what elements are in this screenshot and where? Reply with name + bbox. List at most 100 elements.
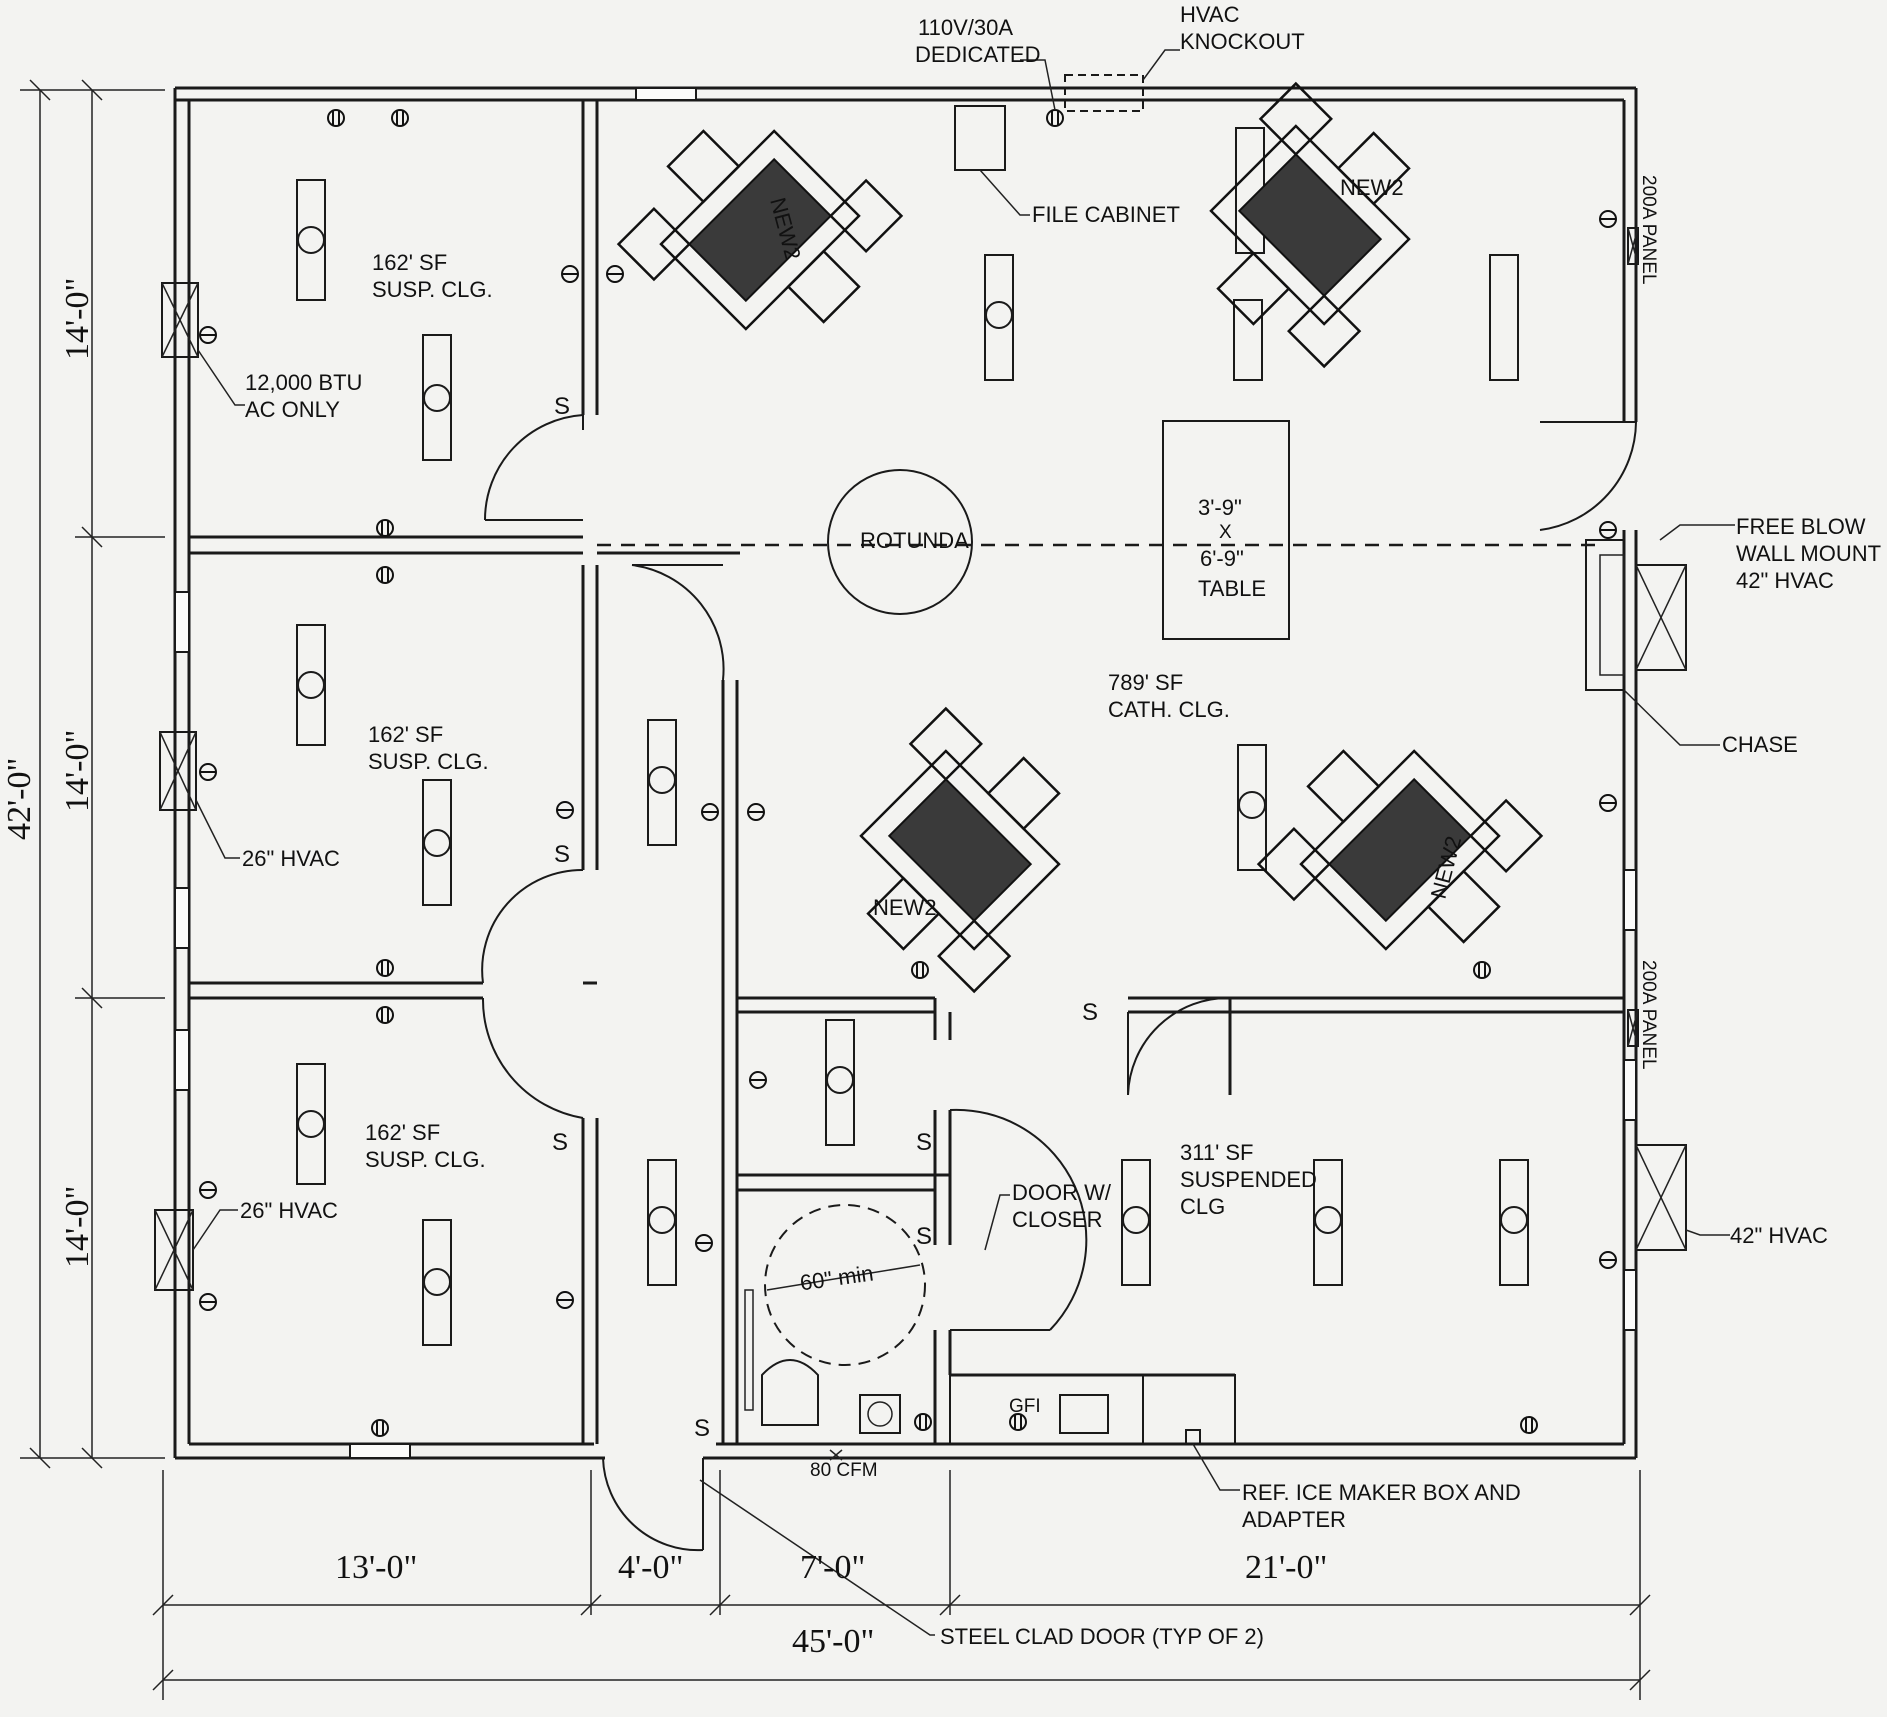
workstation-bottom-left xyxy=(859,706,1061,994)
free-blow-label-3: 42" HVAC xyxy=(1736,568,1834,593)
callout-labels: 110V/30A DEDICATED HVAC KNOCKOUT FILE CA… xyxy=(240,2,1881,1649)
workstation-bottom-right xyxy=(1256,749,1544,951)
leader-lines xyxy=(192,49,1735,1636)
table-label-3: 6'-9" xyxy=(1200,546,1244,571)
power-label-1: 110V/30A xyxy=(918,15,1013,40)
window-right-2 xyxy=(1623,1059,1637,1121)
doors xyxy=(481,414,1637,1552)
sink xyxy=(859,1394,901,1434)
file-cabinet-box xyxy=(954,105,1006,171)
room-ceiling-open: CATH. CLG. xyxy=(1108,697,1230,722)
room-ceiling-top-left: SUSP. CLG. xyxy=(372,277,493,302)
knockout-label-2: KNOCKOUT xyxy=(1180,29,1305,54)
room-area-top-left: 162' SF xyxy=(372,250,447,275)
dim-4: 4'-0" xyxy=(618,1549,683,1586)
table-label-1: 3'-9" xyxy=(1198,495,1242,520)
light-switches: S S S S S S S xyxy=(552,393,1098,1442)
room-area-bot-left: 162' SF xyxy=(365,1120,440,1145)
hvac-26-label-a: 26" HVAC xyxy=(242,846,340,871)
ice-maker-box xyxy=(1185,1429,1201,1445)
free-blow-label-1: FREE BLOW xyxy=(1736,514,1866,539)
dim-vertical-2: 14'-0" xyxy=(59,730,96,812)
svg-text:S: S xyxy=(552,1129,568,1156)
chase-label: CHASE xyxy=(1722,732,1798,757)
file-cabinet-label: FILE CABINET xyxy=(1032,202,1180,227)
window-right-3 xyxy=(1623,1269,1637,1331)
free-blow-label-2: WALL MOUNT xyxy=(1736,541,1881,566)
table-rect xyxy=(1162,420,1290,640)
panel-bottom-symbol xyxy=(1627,1009,1639,1047)
hvac-26-unit-a xyxy=(159,731,197,811)
window-left-3 xyxy=(174,1029,190,1091)
dim-overall-width: 45'-0" xyxy=(792,1623,874,1660)
power-label-2: DEDICATED xyxy=(915,42,1041,67)
svg-text:S: S xyxy=(1082,999,1098,1026)
dim-13: 13'-0" xyxy=(335,1549,417,1586)
dim-overall-height: 42'-0" xyxy=(1,758,38,840)
kitchenette xyxy=(949,1374,1236,1445)
restroom-fixtures: 80 CFM xyxy=(744,1204,926,1481)
toilet xyxy=(761,1359,819,1426)
dim-21: 21'-0" xyxy=(1245,1549,1327,1586)
outlets xyxy=(199,109,1617,1437)
panel-top-symbol xyxy=(1627,227,1639,265)
table-label-2: X xyxy=(1219,522,1232,543)
panel-bottom-label: 200A PANEL xyxy=(1638,960,1659,1070)
gfi-label: GFI xyxy=(1009,1396,1041,1417)
door-closer-label-2: CLOSER xyxy=(1012,1207,1102,1232)
window-right-1 xyxy=(1623,869,1637,931)
rotunda-circle xyxy=(827,469,973,615)
svg-text:S: S xyxy=(916,1223,932,1250)
appliance xyxy=(1059,1394,1109,1434)
window-left-1 xyxy=(174,591,190,653)
ice-maker-label-1: REF. ICE MAKER BOX AND xyxy=(1242,1480,1521,1505)
door-closer-label-1: DOOR W/ xyxy=(1012,1180,1112,1205)
window-left-2 xyxy=(174,887,190,949)
dim-vertical-1: 14'-0" xyxy=(59,278,96,360)
light-fixtures xyxy=(296,127,1529,1346)
ice-maker-label-2: ADAPTER xyxy=(1242,1507,1346,1532)
room-ceiling-mid-left: SUSP. CLG. xyxy=(368,749,489,774)
knockout-label-1: HVAC xyxy=(1180,2,1240,27)
room-ceiling-lower-right-2: CLG xyxy=(1180,1194,1225,1219)
grab-bar xyxy=(744,1289,754,1411)
dim-vertical-3: 14'-0" xyxy=(59,1186,96,1268)
svg-text:S: S xyxy=(916,1129,932,1156)
ac-label-1: 12,000 BTU xyxy=(245,370,362,395)
ac-label-2: AC ONLY xyxy=(245,397,340,422)
interior-walls xyxy=(189,100,1625,1444)
hvac-42-label: 42" HVAC xyxy=(1730,1223,1828,1248)
fan-label: 80 CFM xyxy=(810,1460,878,1481)
hvac-knockout-box xyxy=(1064,74,1144,112)
room-ceiling-bot-left: SUSP. CLG. xyxy=(365,1147,486,1172)
workstation-tag-2: NEW2 xyxy=(1340,175,1404,200)
hvac-26-label-b: 26" HVAC xyxy=(240,1198,338,1223)
room-area-mid-left: 162' SF xyxy=(368,722,443,747)
dim-7: 7'-0" xyxy=(800,1549,865,1586)
rotunda-label: ROTUNDA xyxy=(860,528,969,553)
window-top xyxy=(635,87,697,101)
hvac-42-unit xyxy=(1635,1144,1687,1251)
dimension-labels: 13'-0" 4'-0" 7'-0" 21'-0" 45'-0" 14'-0" … xyxy=(1,278,1327,1660)
exterior-walls xyxy=(173,86,1638,1460)
workstation-tag-3: NEW2 xyxy=(873,895,937,920)
workstation-top-right xyxy=(1209,81,1411,369)
panel-top-label: 200A PANEL xyxy=(1638,175,1659,285)
free-blow-hvac-unit xyxy=(1635,564,1687,671)
room-area-open: 789' SF xyxy=(1108,670,1183,695)
turning-dimension xyxy=(766,1264,921,1291)
workstation-top-left xyxy=(616,129,904,331)
window-bottom xyxy=(349,1443,411,1459)
ac-unit xyxy=(161,282,199,358)
svg-text:S: S xyxy=(554,841,570,868)
svg-text:S: S xyxy=(694,1415,710,1442)
turning-label: 60" min xyxy=(798,1260,875,1295)
room-area-lower-right: 311' SF xyxy=(1180,1140,1254,1165)
table-label-4: TABLE xyxy=(1198,576,1266,601)
dimension-lines xyxy=(20,79,1651,1700)
steel-door-label: STEEL CLAD DOOR (TYP OF 2) xyxy=(940,1624,1264,1649)
room-ceiling-lower-right-1: SUSPENDED xyxy=(1180,1167,1317,1192)
svg-text:S: S xyxy=(554,393,570,420)
room-labels: 162' SF SUSP. CLG. 162' SF SUSP. CLG. 16… xyxy=(365,250,1317,1219)
turning-circle xyxy=(764,1204,926,1366)
